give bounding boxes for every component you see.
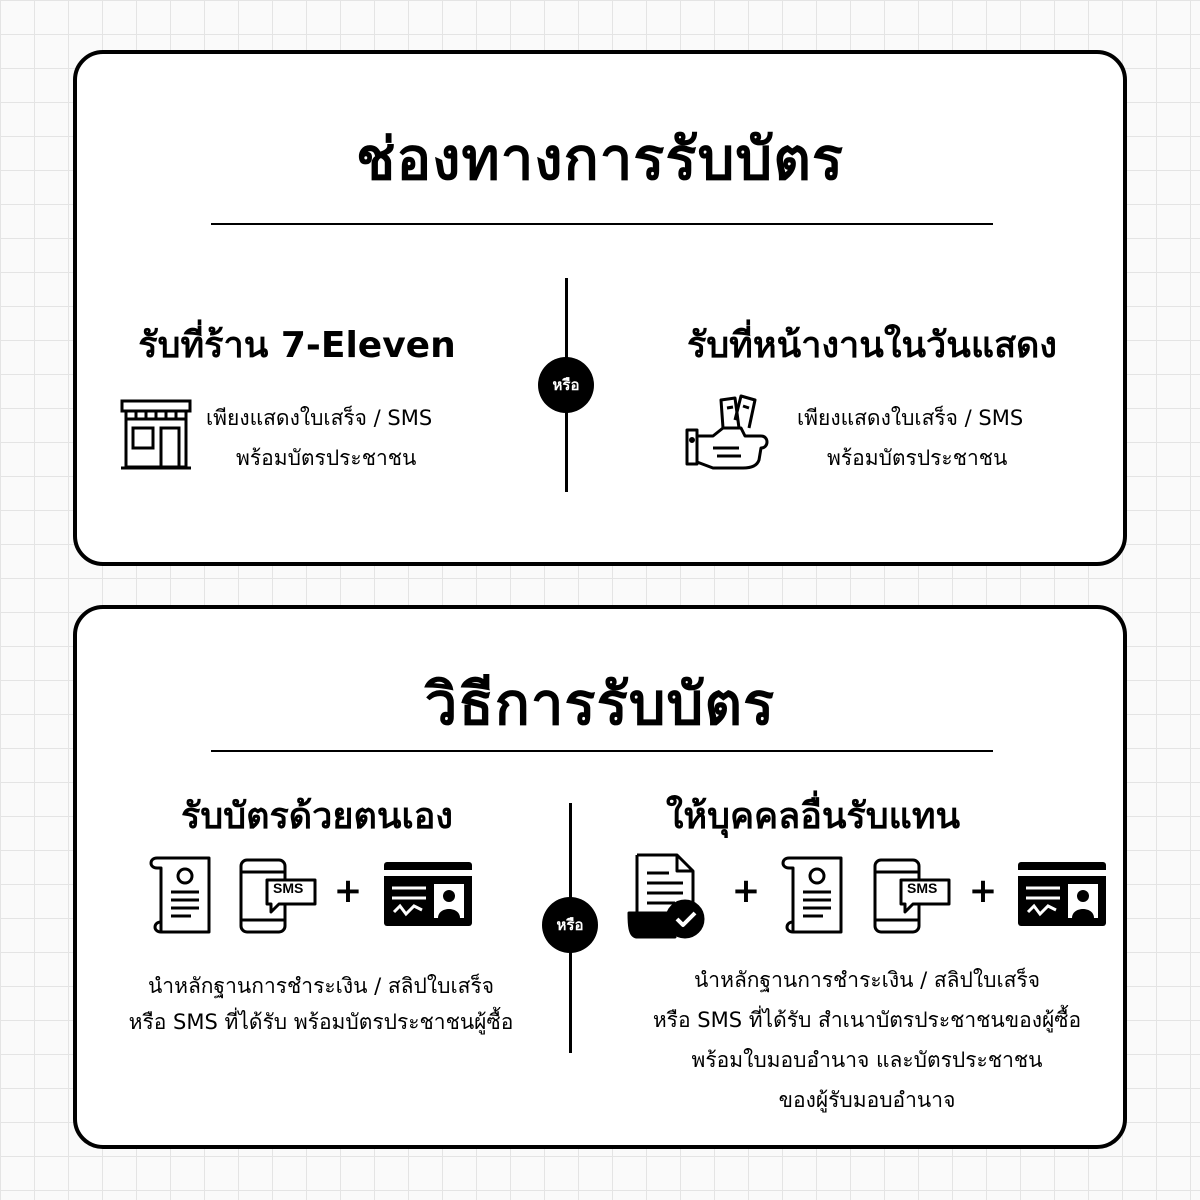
venue-pickup-line-2: พร้อมบัตรประชาชน [827, 446, 1008, 470]
plus-sign-right-2: + [968, 871, 998, 911]
proxy-pickup-title: ให้บุคคลอื่นรับแทน [665, 796, 961, 837]
pickup-methods-title: วิธีการรับบัตร [424, 670, 776, 738]
proxy-pickup-description: นำหลักฐานการชำระเงิน / สลิปใบเสร็จ หรือ … [617, 960, 1117, 1120]
plus-sign-left: + [333, 871, 363, 911]
store-pickup-line-1: เพียงแสดงใบเสร็จ / SMS [206, 406, 433, 430]
store-pickup-title: รับที่ร้าน 7-Eleven [138, 325, 456, 366]
receipt-icon [775, 854, 849, 936]
sms-label-right: SMS [907, 880, 938, 896]
id-card-icon [382, 860, 474, 928]
pickup-methods-title-rule [211, 750, 993, 752]
proxy-pickup-line-4: ของผู้รับมอบอำนาจ [778, 1088, 956, 1112]
pickup-channels-panel: ช่องทางการรับบัตร หรือ รับที่ร้าน 7-Elev… [73, 50, 1127, 566]
pickup-methods-panel: วิธีการรับบัตร หรือ รับบัตรด้วยตนเอง SMS… [73, 605, 1127, 1149]
store-pickup-description: เพียงแสดงใบเสร็จ / SMS พร้อมบัตรประชาชน [206, 398, 432, 478]
venue-pickup-description: เพียงแสดงใบเสร็จ / SMS พร้อมบัตรประชาชน [797, 398, 1023, 478]
sms-phone-icon: SMS [871, 856, 953, 936]
convenience-store-icon [119, 398, 193, 472]
sms-phone-icon: SMS [237, 856, 319, 936]
store-pickup-line-2: พร้อมบัตรประชาชน [236, 446, 417, 470]
pickup-channels-title: ช่องทางการรับบัตร [355, 125, 845, 193]
self-pickup-description: นำหลักฐานการชำระเงิน / สลิปใบเสร็จ หรือ … [91, 968, 551, 1040]
proxy-pickup-line-1: นำหลักฐานการชำระเงิน / สลิปใบเสร็จ [693, 968, 1041, 992]
venue-pickup-line-1: เพียงแสดงใบเสร็จ / SMS [797, 406, 1024, 430]
sms-label-left: SMS [273, 880, 304, 896]
hand-holding-ticket-icon [683, 390, 779, 480]
approved-document-icon [625, 851, 707, 941]
pickup-channels-title-rule [211, 223, 993, 225]
proxy-pickup-line-3: พร้อมใบมอบอำนาจ และบัตรประชาชน [691, 1048, 1043, 1072]
receipt-icon [143, 854, 217, 936]
pickup-methods-or-badge: หรือ [542, 897, 598, 953]
plus-sign-right-1: + [731, 871, 761, 911]
pickup-channels-or-badge: หรือ [538, 357, 594, 413]
venue-pickup-title: รับที่หน้างานในวันแสดง [686, 325, 1058, 366]
self-pickup-line-1: นำหลักฐานการชำระเงิน / สลิปใบเสร็จ [147, 974, 495, 998]
id-card-icon [1016, 860, 1108, 928]
self-pickup-line-2: หรือ SMS ที่ได้รับ พร้อมบัตรประชาชนผู้ซื… [128, 1010, 514, 1034]
self-pickup-title: รับบัตรด้วยตนเอง [181, 796, 453, 837]
proxy-pickup-line-2: หรือ SMS ที่ได้รับ สำเนาบัตรประชาชนของผู… [652, 1008, 1082, 1032]
